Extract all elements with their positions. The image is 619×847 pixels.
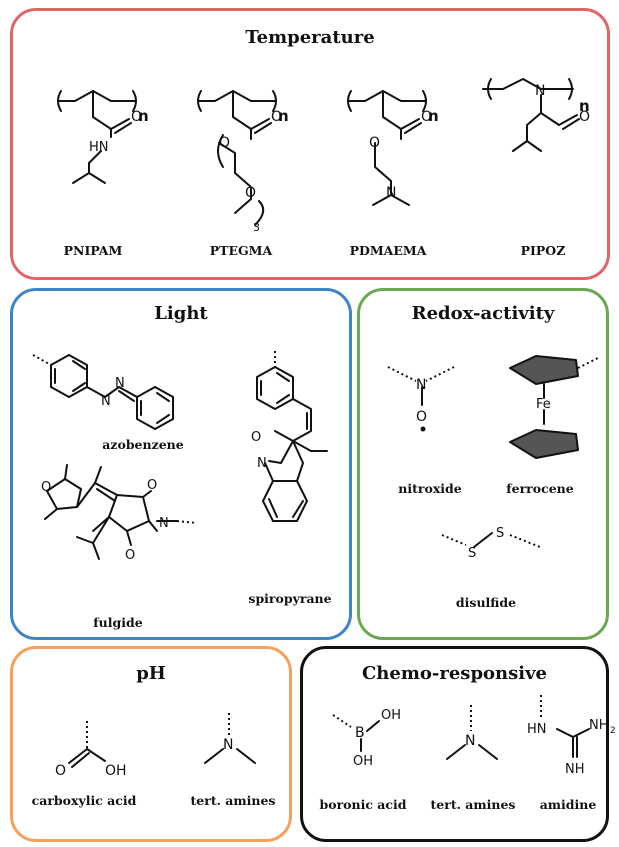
disulfide-structure: S S	[441, 526, 541, 561]
ptegma-o3: O	[245, 185, 256, 201]
carboxyl-oh: OH	[105, 763, 127, 779]
label-pdmaema: PDMAEMA	[349, 243, 427, 258]
pdmaema-structure: n O O N	[347, 90, 439, 206]
ptegma-sub3: 3	[253, 221, 260, 234]
ph-tert-amines-structure: N	[204, 713, 256, 764]
ptegma-o1: O	[271, 109, 282, 125]
carboxylic-acid-structure: O OH	[55, 721, 127, 779]
pnipam-hn: HN	[89, 140, 109, 155]
chemo-tert-amines-structure: N	[446, 705, 498, 760]
amidine-sub2: 2	[610, 726, 616, 736]
azo-n2: N	[115, 376, 125, 391]
label-boronic-acid: boronic acid	[319, 797, 407, 812]
label-disulfide: disulfide	[455, 595, 517, 610]
ptegma-o2: O	[219, 135, 230, 151]
label-ptegma: PTEGMA	[209, 243, 273, 258]
pnipam-n: n	[138, 107, 149, 125]
ferrocene-fe: Fe	[536, 397, 551, 412]
boronic-oh2: OH	[353, 754, 373, 769]
ph-panel: pH O OH carboxylic acid N tert. amines	[10, 646, 292, 842]
pnipam-structure: n O HN	[57, 90, 149, 184]
label-chemo-tert-amines: tert. amines	[430, 797, 516, 812]
light-title: Light	[154, 303, 208, 324]
pipoz-n: n	[579, 97, 590, 115]
amidine-nh: NH	[565, 762, 585, 777]
fulgide-structure: O O O N	[41, 464, 198, 563]
label-spiropyrane: spiropyrane	[248, 591, 332, 606]
pipoz-n-atom: N	[535, 83, 545, 99]
boronic-b: B	[355, 725, 365, 741]
fulgide-o3: O	[125, 548, 135, 563]
fulgide-o2: O	[147, 478, 157, 493]
ferrocene-structure: Fe	[509, 355, 599, 459]
pdmaema-o1: O	[421, 109, 432, 125]
label-fulgide: fulgide	[93, 615, 143, 630]
label-ferrocene: ferrocene	[506, 481, 574, 496]
nitroxide-o: O	[416, 409, 427, 425]
boronic-oh1: OH	[381, 708, 401, 723]
light-panel: Light N N azobenzene O O O N fulgide	[10, 288, 352, 640]
pdmaema-o2: O	[369, 135, 380, 151]
boronic-acid-structure: B OH OH	[332, 708, 401, 769]
ph-title: pH	[136, 663, 166, 684]
azobenzene-structure: N N	[32, 354, 174, 430]
pdmaema-n-atom: N	[386, 185, 396, 201]
azo-n1: N	[101, 394, 111, 409]
label-nitroxide: nitroxide	[398, 481, 462, 496]
label-azobenzene: azobenzene	[102, 437, 184, 452]
amidine-hn: HN	[527, 722, 547, 737]
ptegma-n: n	[278, 107, 289, 125]
label-pnipam: PNIPAM	[63, 243, 123, 258]
redox-title: Redox-activity	[411, 303, 555, 324]
chemo-title: Chemo-responsive	[361, 663, 548, 684]
redox-panel: Redox-activity N O nitroxide Fe ferrocen…	[357, 288, 609, 640]
amidine-structure: HN NH 2 NH	[527, 695, 616, 777]
spiro-o: O	[251, 430, 261, 445]
label-carboxylic-acid: carboxylic acid	[31, 793, 137, 808]
nitroxide-n: N	[416, 377, 426, 393]
nitroxide-structure: N O	[387, 366, 455, 432]
temperature-panel: Temperature n O HN PNIPAM n O O O 3 PTEG…	[10, 8, 610, 280]
fulgide-n: N	[159, 516, 169, 531]
temperature-title: Temperature	[245, 27, 375, 48]
carboxyl-o: O	[55, 763, 66, 779]
disulfide-s2: S	[496, 526, 504, 541]
chemo-panel: Chemo-responsive B OH OH boronic acid N …	[300, 646, 616, 842]
label-amidine: amidine	[539, 797, 597, 812]
pipoz-o: O	[579, 109, 590, 125]
label-pipoz: PIPOZ	[520, 243, 566, 258]
pipoz-structure: n N O	[482, 78, 590, 152]
spiropyrane-structure: O N	[251, 351, 328, 522]
pnipam-o: O	[131, 109, 142, 125]
fulgide-o1: O	[41, 480, 51, 495]
pdmaema-n: n	[428, 107, 439, 125]
disulfide-s1: S	[468, 546, 476, 561]
amidine-nh2: NH	[589, 718, 609, 733]
label-ph-tert-amines: tert. amines	[190, 793, 276, 808]
chemo-amine-n: N	[465, 733, 475, 749]
ph-amine-n: N	[223, 737, 233, 753]
spiro-n: N	[257, 456, 267, 471]
ptegma-structure: n O O O 3	[197, 90, 289, 234]
